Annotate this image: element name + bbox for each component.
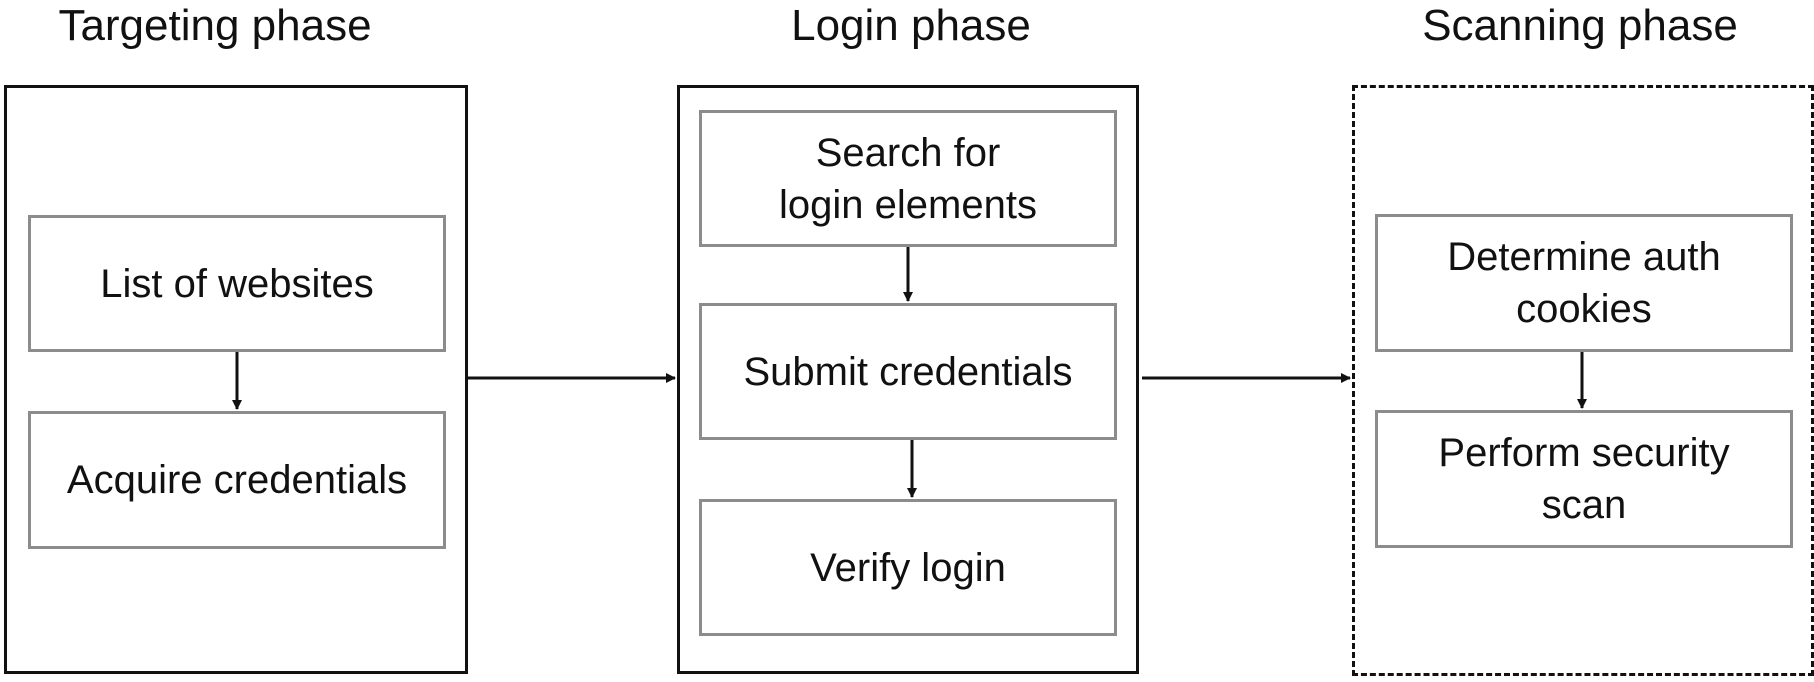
step-acquire-credentials: Acquire credentials: [28, 411, 446, 549]
login-phase-title: Login phase: [791, 1, 1031, 50]
scanning-phase-box: [1352, 85, 1814, 676]
login-phase-box: [677, 85, 1139, 674]
step-perform-security-scan: Perform security scan: [1375, 410, 1793, 548]
step-submit-credentials: Submit credentials: [699, 303, 1117, 440]
step-search-login-elements: Search for login elements: [699, 110, 1117, 247]
step-list-of-websites: List of websites: [28, 215, 446, 352]
targeting-phase-box: [4, 85, 468, 674]
targeting-phase-title: Targeting phase: [58, 1, 372, 50]
step-verify-login: Verify login: [699, 499, 1117, 636]
scanning-phase-title: Scanning phase: [1422, 1, 1738, 50]
step-determine-auth-cookies: Determine auth cookies: [1375, 214, 1793, 352]
